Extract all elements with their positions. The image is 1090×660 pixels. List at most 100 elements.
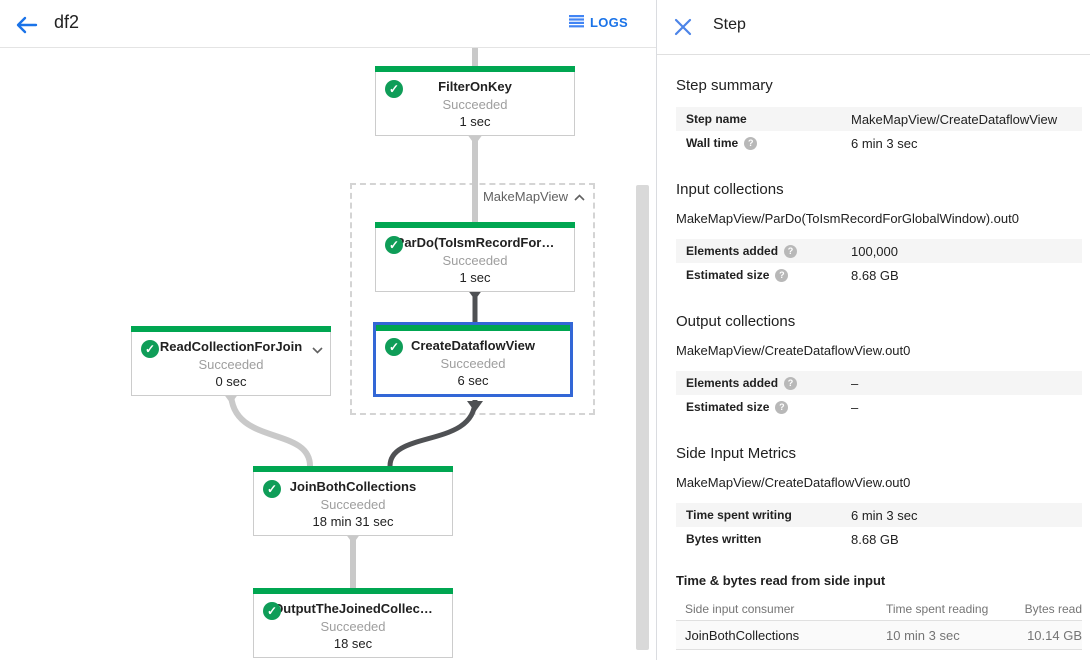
section-input-collections: Input collections MakeMapView/ParDo(ToIs… [676, 181, 1082, 287]
kv-value: – [851, 375, 859, 391]
node-title: CreateDataflowView [410, 338, 536, 353]
table-title: Time & bytes read from side input [676, 573, 886, 588]
section-side-input-metrics: Side Input Metrics MakeMapView/CreateDat… [676, 445, 1082, 551]
edge-arrow [467, 134, 483, 145]
collection-name: MakeMapView/CreateDataflowView.out0 [676, 475, 911, 490]
node-status: Succeeded [442, 97, 508, 112]
success-check-icon: ✓ [141, 340, 159, 358]
kv-label: Time spent writing [686, 508, 792, 522]
table-cell-time-reading: 10 min 3 sec [886, 627, 960, 643]
node-status: Succeeded [440, 356, 506, 371]
kv-value: 8.68 GB [851, 267, 899, 283]
table-header-row: Side input consumer Time spent reading B… [676, 597, 1082, 621]
kv-row-wall-time: Wall time 6 min 3 sec [676, 131, 1082, 155]
job-graph-pane: df2 LOGS MakeMapView [0, 0, 656, 660]
node-title: JoinBothCollections [289, 479, 417, 494]
node-title: ParDo(ToIsmRecordFor… [395, 235, 555, 250]
panel-header: Step [657, 0, 1090, 55]
panel-content: Step summary Step name MakeMapView/Creat… [657, 55, 1090, 650]
node-status-bar [131, 326, 331, 332]
node-status-bar [376, 325, 570, 331]
node-title: FilterOnKey [438, 79, 512, 94]
section-output-collections: Output collections MakeMapView/CreateDat… [676, 313, 1082, 419]
logs-list-icon [568, 14, 584, 31]
step-details-panel: Step Step summary Step name MakeMapView/… [656, 0, 1090, 660]
graph-node-filteronkey[interactable]: ✓ FilterOnKey Succeeded 1 sec [375, 66, 575, 136]
graph-node-joinbothcollections[interactable]: ✓ JoinBothCollections Succeeded 18 min 3… [253, 466, 453, 536]
node-time: 1 sec [459, 114, 491, 129]
section-title: Output collections [676, 313, 796, 330]
job-title: df2 [54, 12, 80, 32]
graph-node-pardo-toismrecord[interactable]: ✓ ParDo(ToIsmRecordFor… Succeeded 1 sec [375, 222, 575, 292]
kv-row-bytes-written: Bytes written 8.68 GB [676, 527, 1082, 551]
table-cell-bytes-read: 10.14 GB [1027, 627, 1082, 643]
section-title: Side Input Metrics [676, 445, 797, 462]
collection-name: MakeMapView/CreateDataflowView.out0 [676, 343, 911, 358]
panel-title: Step [713, 16, 746, 33]
section-title: Step summary [676, 77, 773, 94]
kv-value: – [851, 399, 859, 415]
help-icon[interactable] [784, 244, 798, 258]
group-label: MakeMapView [482, 189, 568, 204]
node-status-bar [375, 66, 575, 72]
section-side-input-read-table: Time & bytes read from side input Side i… [676, 573, 1082, 650]
column-header: Time spent reading [886, 601, 989, 616]
kv-row-step-name: Step name MakeMapView/CreateDataflowView [676, 107, 1082, 131]
edge [228, 391, 313, 467]
table-cell-consumer: JoinBothCollections [685, 627, 800, 643]
group-header-makemapview[interactable]: MakeMapView [483, 189, 585, 204]
graph-node-createdataflowview[interactable]: ✓ CreateDataflowView Succeeded 6 sec [373, 322, 573, 397]
kv-label: Elements added [686, 244, 779, 258]
vertical-scrollbar[interactable] [636, 185, 649, 650]
chevron-up-icon [574, 189, 585, 204]
kv-label: Bytes written [686, 532, 762, 546]
kv-row-elements-added: Elements added – [676, 371, 1082, 395]
success-check-icon: ✓ [385, 338, 403, 356]
graph-canvas[interactable]: MakeMapView [0, 48, 656, 660]
edge-arrow [467, 401, 483, 412]
chevron-down-icon[interactable] [312, 341, 323, 359]
kv-row-time-spent-writing: Time spent writing 6 min 3 sec [676, 503, 1082, 527]
kv-label: Estimated size [686, 268, 770, 282]
node-status: Succeeded [198, 357, 264, 372]
graph-node-outputthejoinedcollection[interactable]: ✓ OutputTheJoinedCollec… Succeeded 18 se… [253, 588, 453, 658]
column-header: Side input consumer [685, 601, 795, 616]
kv-value: 8.68 GB [851, 531, 899, 547]
kv-row-estimated-size: Estimated size – [676, 395, 1082, 419]
graph-node-readcollectionforjoin[interactable]: ✓ ReadCollectionForJoin Succeeded 0 sec [131, 326, 331, 396]
close-icon[interactable] [673, 17, 693, 37]
node-status-bar [375, 222, 575, 228]
edge [387, 399, 478, 467]
node-status-bar [253, 466, 453, 472]
success-check-icon: ✓ [263, 480, 281, 498]
graph-header: df2 LOGS [0, 0, 656, 48]
node-time: 0 sec [215, 374, 247, 389]
kv-value: 100,000 [851, 243, 898, 259]
back-arrow-icon[interactable] [14, 12, 40, 38]
kv-value: 6 min 3 sec [851, 135, 918, 151]
help-icon[interactable] [744, 136, 758, 150]
logs-button[interactable]: LOGS [568, 14, 628, 31]
node-title: ReadCollectionForJoin [159, 339, 303, 354]
node-time: 1 sec [459, 270, 491, 285]
column-header: Bytes read [1024, 601, 1082, 616]
node-status-bar [253, 588, 453, 594]
node-time: 6 sec [457, 373, 489, 388]
node-time: 18 min 31 sec [312, 514, 394, 529]
kv-label: Wall time [686, 136, 739, 150]
success-check-icon: ✓ [385, 236, 403, 254]
help-icon[interactable] [775, 400, 789, 414]
node-status: Succeeded [442, 253, 508, 268]
node-title: OutputTheJoinedCollec… [273, 601, 433, 616]
kv-label: Step name [686, 112, 747, 126]
side-input-table: Side input consumer Time spent reading B… [676, 597, 1082, 650]
section-title: Input collections [676, 181, 784, 198]
logs-button-label: LOGS [589, 15, 628, 30]
kv-label: Elements added [686, 376, 779, 390]
success-check-icon: ✓ [385, 80, 403, 98]
collection-name: MakeMapView/ParDo(ToIsmRecordForGlobalWi… [676, 211, 1019, 226]
kv-value: MakeMapView/CreateDataflowView [851, 111, 1058, 127]
node-status: Succeeded [320, 619, 386, 634]
help-icon[interactable] [775, 268, 789, 282]
help-icon[interactable] [784, 376, 798, 390]
